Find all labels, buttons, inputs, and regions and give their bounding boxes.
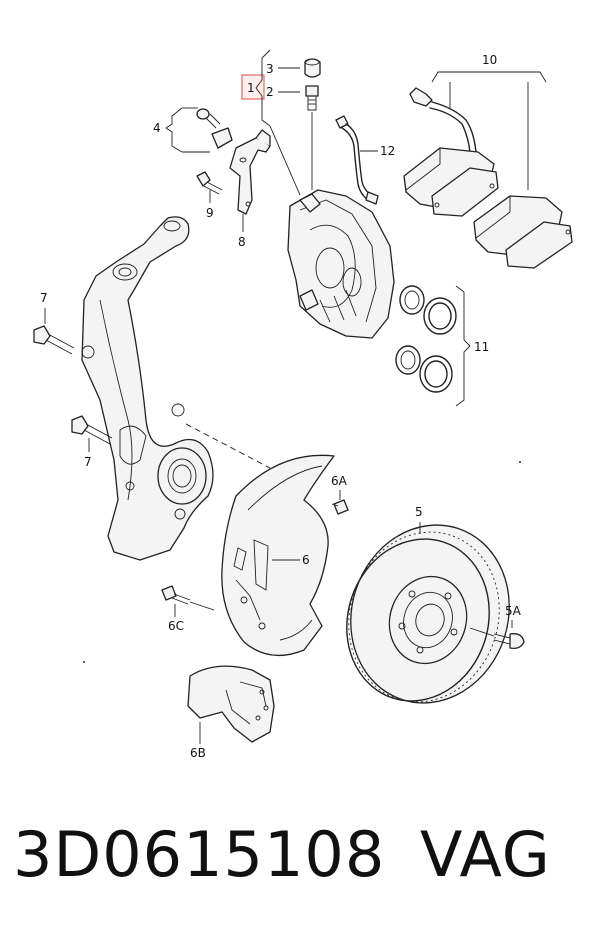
label-5A: 5A [505,604,522,618]
label-10: 10 [482,53,497,67]
footer: 3D0615108 VAG [0,815,600,895]
steering-knuckle-part [81,216,214,561]
label-12: 12 [380,144,395,158]
splash-shield-part [221,454,335,656]
bleed-cap-part [304,58,321,78]
bleed-screw-part [305,85,319,190]
air-guide-6B-part [187,665,275,743]
speck-mark [83,661,85,663]
disc-screw-5A-part [493,633,525,650]
part-number-text: 3D0615108 [13,818,386,891]
outer-brake-pad-part [473,195,573,269]
caliper-bracket-part [229,129,271,215]
brake-caliper-part [287,189,395,339]
inner-brake-pad-part [403,147,499,217]
label-5: 5 [415,505,423,519]
label-7-lower: 7 [84,455,92,469]
label-11: 11 [474,340,489,354]
label-6C: 6C [168,619,184,633]
hub-axis-line [185,423,271,469]
brake-assembly-diagram: 1 3 2 4 8 9 [33,49,573,760]
brand-text: VAG [420,818,551,891]
brake-disc-part [346,524,510,704]
shield-screw-6A-part [331,499,349,515]
label-3: 3 [266,62,274,76]
part-1-highlight-box [241,74,265,100]
label-7-upper: 7 [40,291,48,305]
knuckle-bolt-lower-part [71,415,113,445]
label-2: 2 [266,85,274,99]
knuckle-bolt-upper-part [33,325,75,355]
label-9: 9 [206,206,214,220]
label-6B: 6B [190,746,206,760]
guide-bolt-part [196,108,221,129]
label-1: 1 [247,81,255,95]
speck-mark [519,461,521,463]
retaining-clip-part [211,127,233,149]
label-6A: 6A [331,474,348,488]
pad-wear-sensor-part [409,87,477,153]
label-4: 4 [153,121,161,135]
label-8: 8 [238,235,246,249]
brake-hose-part [335,115,379,205]
bracket-bolt-part [196,171,223,195]
shield-screw-6C-part [161,585,191,605]
piston-seal-rings-part [395,285,457,393]
label-6: 6 [302,553,310,567]
